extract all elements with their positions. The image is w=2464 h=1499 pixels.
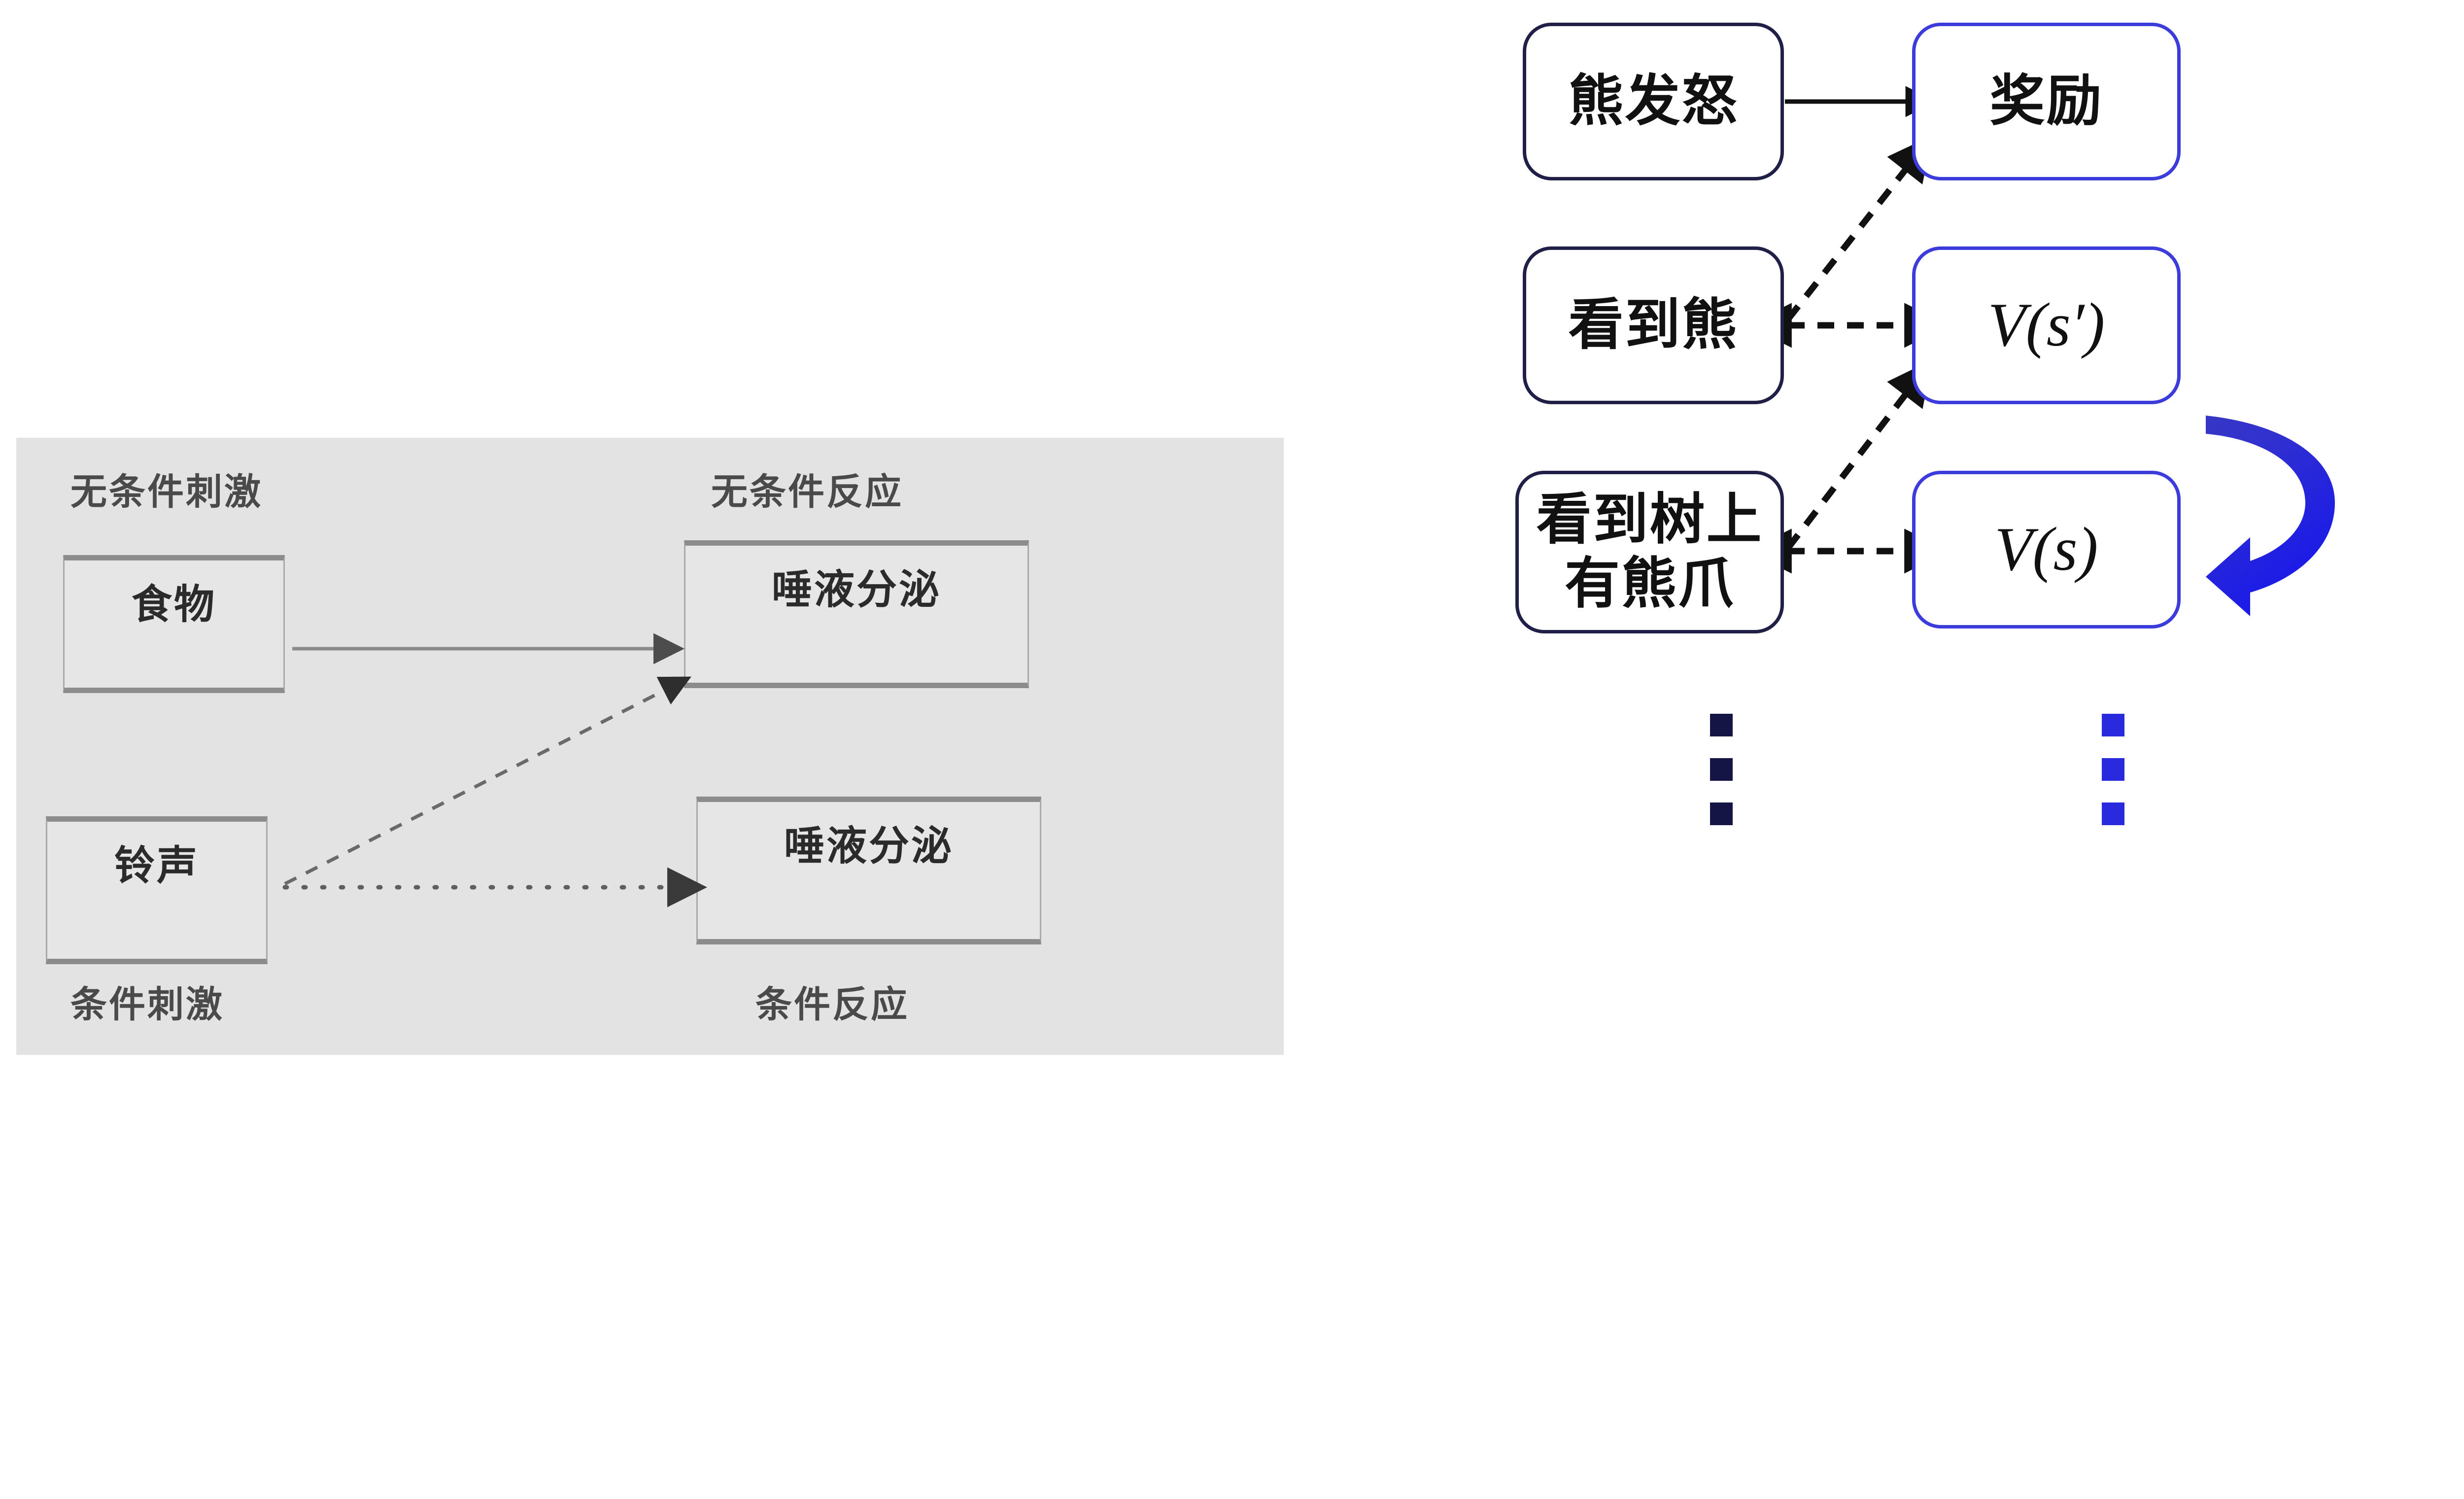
ellipsis-dot	[2102, 714, 2124, 736]
caption-conditioned-response: 条件反应	[755, 983, 909, 1026]
td-state-box-see-bear-label: 看到熊	[1568, 293, 1739, 357]
pavlov-box-food-label: 食物	[131, 581, 216, 628]
classical-conditioning-panel: 无条件刺激 无条件反应 条件刺激 条件反应 食物 铃声 唾液分泌 唾液分泌	[16, 438, 1284, 1055]
pavlov-arrow-bell-to-salivation-top	[284, 676, 691, 886]
td-value-box-v-s-prime: V(s′)	[1912, 246, 2181, 404]
caption-unconditioned-response: 无条件反应	[711, 471, 903, 513]
pavlov-box-salivation-bottom-label: 唾液分泌	[784, 823, 954, 870]
td-value-box-v-s-prime-label: V(s′)	[1987, 291, 2105, 359]
pavlov-box-food: 食物	[63, 555, 285, 693]
pavlov-box-bell: 铃声	[46, 816, 268, 964]
pavlov-box-salivation-top: 唾液分泌	[684, 540, 1029, 688]
bootstrap-update-arrow-icon	[2206, 338, 2335, 616]
td-value-box-reward: 奖励	[1912, 23, 2181, 180]
td-arrow-seebear-to-reward	[1785, 135, 1933, 322]
ellipsis-dot	[2102, 802, 2124, 825]
td-value-box-reward-label: 奖励	[1989, 69, 2103, 134]
vertical-ellipsis-values-icon	[2102, 714, 2124, 825]
caption-conditioned-stimulus: 条件刺激	[70, 983, 224, 1026]
td-state-box-bear-angry: 熊发怒	[1523, 23, 1784, 180]
td-state-box-see-bear: 看到熊	[1523, 246, 1784, 404]
pavlov-box-bell-label: 铃声	[114, 842, 199, 889]
ellipsis-dot	[1710, 714, 1733, 736]
td-arrow-treeclaw-to-vsprime	[1785, 359, 1932, 550]
td-learning-panel: 熊发怒 看到熊 看到树上 有熊爪 奖励 V(s′) V(s)	[1503, 0, 2464, 1499]
td-state-box-tree-claw-label: 看到树上 有熊爪	[1536, 488, 1763, 616]
caption-unconditioned-stimulus: 无条件刺激	[70, 471, 263, 513]
ellipsis-dot	[2102, 758, 2124, 781]
loop-arrow-shape	[2206, 338, 2335, 616]
td-state-box-bear-angry-label: 熊发怒	[1568, 69, 1739, 134]
ellipsis-dot	[1710, 802, 1733, 825]
pavlov-box-salivation-top-label: 唾液分泌	[771, 566, 941, 613]
pavlov-box-salivation-bottom: 唾液分泌	[696, 797, 1041, 944]
td-value-box-v-s: V(s)	[1912, 471, 2181, 628]
ellipsis-dot	[1710, 758, 1733, 781]
td-state-box-tree-claw: 看到树上 有熊爪	[1515, 471, 1784, 633]
td-value-box-v-s-label: V(s)	[1994, 515, 2098, 584]
vertical-ellipsis-states-icon	[1710, 714, 1733, 825]
